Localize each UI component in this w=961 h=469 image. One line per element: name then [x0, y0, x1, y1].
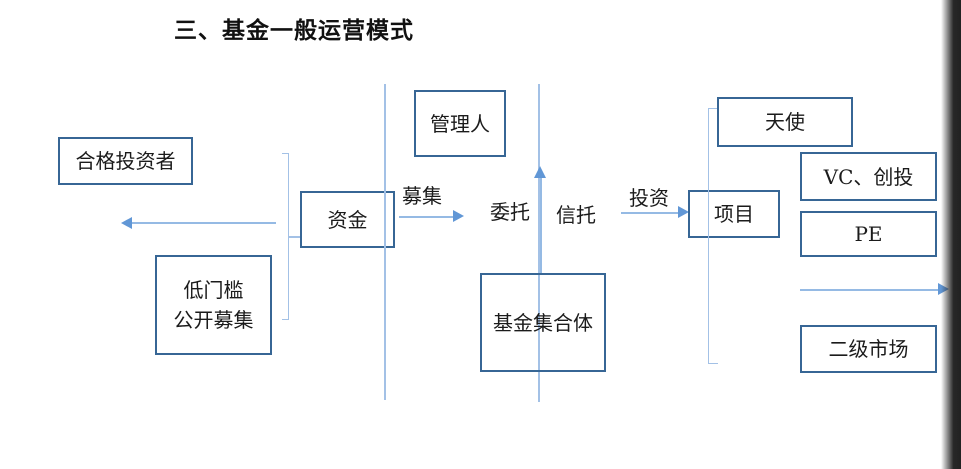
- node-label: 项目: [714, 202, 754, 226]
- node-angel: 天使: [717, 97, 853, 147]
- arrow-left-head-icon: [121, 217, 132, 229]
- node-funds: 资金: [300, 191, 395, 248]
- node-pe: PE: [800, 211, 937, 257]
- page-title: 三、基金一般运营模式: [174, 17, 414, 44]
- node-qualified-investors: 合格投资者: [58, 137, 193, 185]
- connector-vline-left: [384, 84, 386, 400]
- bracket-connector-left: [282, 153, 289, 320]
- arrow-right-head-icon: [453, 210, 464, 222]
- node-label: VC、创投: [823, 164, 914, 189]
- arrow-shaft: [800, 289, 940, 291]
- page-edge-shadow: [941, 0, 961, 469]
- connector-vline-middle: [538, 84, 540, 402]
- node-label: 合格投资者: [75, 149, 176, 173]
- node-label-line2: 公开募集: [173, 308, 254, 332]
- bracket-connector-right: [708, 108, 718, 364]
- node-label: 资金: [327, 207, 368, 232]
- node-fund-collective: 基金集合体: [480, 273, 606, 372]
- arrow-shaft: [130, 222, 276, 224]
- bracket-left-middle-tick: [289, 236, 301, 238]
- node-label-line1: 低门槛: [183, 278, 244, 302]
- edge-label-invest: 投资: [629, 186, 669, 210]
- node-label: PE: [854, 222, 883, 246]
- arrow-shaft: [621, 212, 681, 214]
- node-label: 天使: [765, 110, 805, 134]
- arrow-up-head-icon: [534, 166, 546, 178]
- node-vc-venture: VC、创投: [800, 152, 937, 201]
- edge-label-trust: 信托: [556, 203, 596, 227]
- arrow-shaft: [540, 177, 542, 273]
- edge-label-entrust: 委托: [490, 200, 530, 224]
- arrow-right-head-icon: [678, 206, 689, 218]
- node-manager: 管理人: [414, 90, 506, 157]
- arrow-shaft: [399, 216, 455, 218]
- node-secondary-market: 二级市场: [800, 325, 937, 373]
- node-low-threshold-public-offering: 低门槛 公开募集: [155, 255, 272, 355]
- edge-label-fundraise: 募集: [402, 184, 442, 208]
- node-label: 基金集合体: [493, 310, 593, 335]
- node-label: 二级市场: [828, 337, 909, 361]
- node-project: 项目: [688, 190, 780, 238]
- node-label: 管理人: [430, 111, 490, 136]
